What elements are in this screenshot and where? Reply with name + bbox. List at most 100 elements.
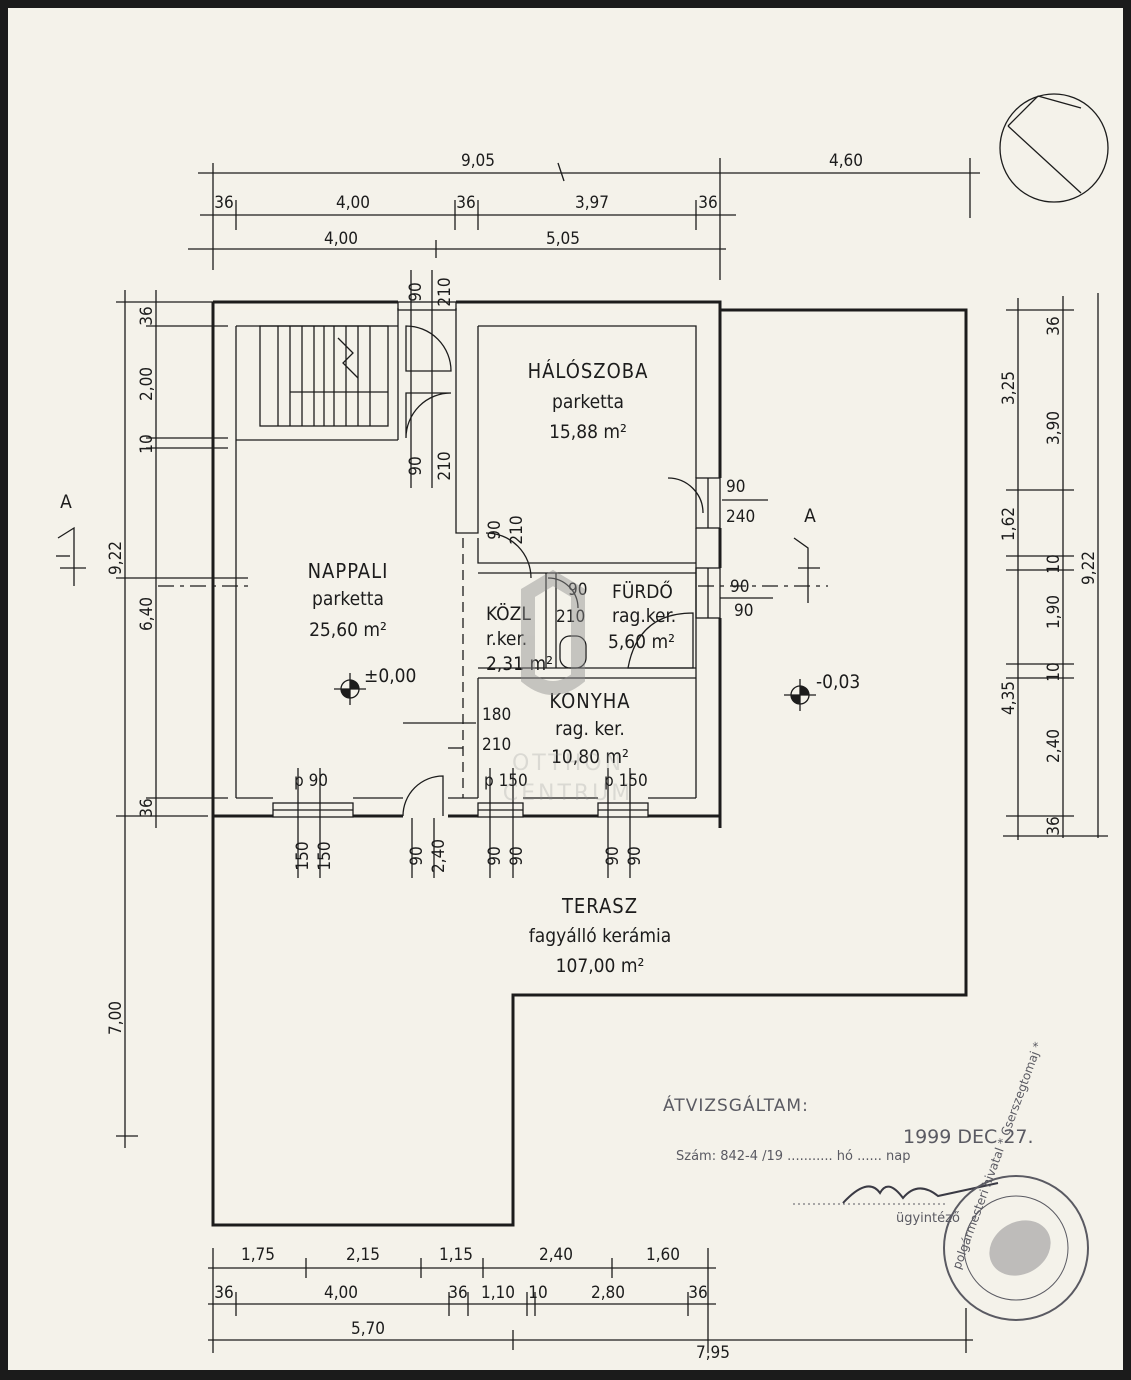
north-arrow-icon xyxy=(999,93,1109,203)
dim-bottom-r1-1: 1,75 xyxy=(241,1245,275,1265)
room-nappali-floor: parketta xyxy=(312,588,384,610)
stamp-clerk: ügyintéző xyxy=(896,1211,960,1226)
dim-right-slab-1: 10 xyxy=(1044,554,1064,573)
dim-bottom-r2-1: 36 xyxy=(214,1283,233,1303)
section-line: A A xyxy=(56,491,828,603)
level-indoor: ±0,00 xyxy=(364,665,416,687)
dim-right-slab-2: 10 xyxy=(1044,662,1064,681)
room-halo-area: 15,88 m² xyxy=(549,421,627,443)
dim-right-kitchen: 2,40 xyxy=(1044,729,1064,763)
top-door-height: 210 xyxy=(435,277,455,306)
dim-right-wall-top: 36 xyxy=(1044,316,1064,335)
kozl-door-width: 90 xyxy=(485,520,505,539)
dim-right-lower: 4,35 xyxy=(999,681,1019,715)
stamp-date: 1999 DEC 27. xyxy=(903,1126,1034,1148)
dim-left-terrace: 7,00 xyxy=(106,1001,126,1035)
furdo-window-width: 90 xyxy=(730,577,749,597)
windows xyxy=(272,301,721,818)
room-nappali-area: 25,60 m² xyxy=(309,619,387,641)
dim-top-terrace: 4,60 xyxy=(829,151,863,171)
room-furdo-area: 5,60 m² xyxy=(608,631,675,653)
room-kozl-area: 2,31 m² xyxy=(486,653,553,675)
building-outline xyxy=(211,300,968,1227)
right-dimensions: 36 3,90 1,62 10 1,90 10 2,40 36 3,25 9,2… xyxy=(999,293,1108,840)
bed-door-width: 90 xyxy=(726,477,745,497)
room-halo-name: HÁLÓSZOBA xyxy=(528,359,649,383)
watermark-line-2: CENTRUM xyxy=(503,781,634,806)
dim-bottom-r2-5: 10 xyxy=(528,1283,547,1303)
bw4-a: 90 xyxy=(603,846,623,865)
dim-right-bedroom: 3,90 xyxy=(1044,411,1064,445)
bw2-b: 2,40 xyxy=(429,839,449,873)
dim-bottom-r3-1: 5,70 xyxy=(351,1319,385,1339)
hall-door-width: 90 xyxy=(406,456,426,475)
hall-door-height: 210 xyxy=(435,451,455,480)
dim-right-bath: 1,90 xyxy=(1044,595,1064,629)
dim-left-living: 6,40 xyxy=(137,597,157,631)
dim-bottom-r1-5: 1,60 xyxy=(646,1245,680,1265)
dim-top-wall-1: 36 xyxy=(214,193,233,213)
room-terasz-area: 107,00 m² xyxy=(556,955,645,977)
official-seal-icon xyxy=(943,1175,1089,1321)
bed-door-height: 240 xyxy=(726,507,755,527)
window-konyha-label: p 150 xyxy=(604,771,648,791)
furdo-door-height: 210 xyxy=(556,607,585,627)
opening-labels: 90 210 90 210 90 240 90 210 90 210 90 90… xyxy=(293,270,773,878)
dim-right-upper: 3,25 xyxy=(999,371,1019,405)
dim-top-total: 9,05 xyxy=(461,151,495,171)
furdo-door-width: 90 xyxy=(568,580,587,600)
room-konyha-floor: rag. ker. xyxy=(555,718,625,740)
room-furdo-floor: rag.ker. xyxy=(612,605,676,627)
stamp-number: Szám: 842-4 /19 ........... hó ...... na… xyxy=(676,1149,910,1164)
bw1-b: 150 xyxy=(315,841,335,870)
shower-tray-icon xyxy=(627,612,694,669)
dim-bottom-r2-3: 36 xyxy=(448,1283,467,1303)
room-kozl-name: KÖZL xyxy=(486,602,531,625)
window-kozl-label: p 150 xyxy=(484,771,528,791)
dim-right-total: 9,22 xyxy=(1079,551,1099,585)
dim-left-total: 9,22 xyxy=(106,541,126,575)
dim-top-wall-3: 36 xyxy=(698,193,717,213)
dim-top-wall-2: 36 xyxy=(456,193,475,213)
left-dimensions: 36 2,00 10 9,22 6,40 36 7,00 xyxy=(106,290,248,1148)
bottom-dimensions: 1,75 2,15 1,15 2,40 1,60 36 4,00 36 1,10… xyxy=(208,1245,973,1363)
dim-left-wall-bottom: 36 xyxy=(137,798,157,817)
dim-bottom-r2-6: 2,80 xyxy=(591,1283,625,1303)
room-konyha-name: KONYHA xyxy=(549,689,630,713)
room-halo-floor: parketta xyxy=(552,391,624,413)
toilet-icon xyxy=(559,635,587,669)
room-labels: HÁLÓSZOBA parketta 15,88 m² NAPPALI park… xyxy=(308,359,677,977)
dim-left-stair: 2,00 xyxy=(137,367,157,401)
dim-left-slab: 10 xyxy=(137,434,157,453)
floor-plan-sheet: 9,05 4,60 36 4,00 36 3,97 36 4,00 5,05 3… xyxy=(8,8,1123,1370)
bw1-a: 150 xyxy=(293,841,313,870)
dim-bottom-r1-3: 1,15 xyxy=(439,1245,473,1265)
dim-right-wall-bottom: 36 xyxy=(1044,816,1064,835)
bw4-b: 90 xyxy=(625,846,645,865)
interior-walls xyxy=(236,308,696,798)
floor-plan-drawing: 9,05 4,60 36 4,00 36 3,97 36 4,00 5,05 3… xyxy=(56,93,1109,1363)
signature-icon xyxy=(842,1182,999,1204)
staircase xyxy=(259,325,389,427)
room-nappali-name: NAPPALI xyxy=(308,559,389,583)
furdo-window-height: 90 xyxy=(734,601,753,621)
bw3-a: 90 xyxy=(485,846,505,865)
dim-bottom-r2-7: 36 xyxy=(688,1283,707,1303)
doors xyxy=(402,325,704,817)
dim-left-wall-top: 36 xyxy=(137,306,157,325)
room-kozl-floor: r.ker. xyxy=(486,628,527,650)
dim-bottom-r1-4: 2,40 xyxy=(539,1245,573,1265)
level-marks: ±0,00 -0,03 xyxy=(334,665,860,711)
dim-top-left-span: 4,00 xyxy=(324,229,358,249)
watermark-logo: OTTHON CENTRUM xyxy=(503,569,634,806)
dim-top-right-span: 5,05 xyxy=(546,229,580,249)
top-dimensions: 9,05 4,60 36 4,00 36 3,97 36 4,00 5,05 xyxy=(188,151,980,280)
room-konyha-area: 10,80 m² xyxy=(551,746,629,768)
dim-bottom-r2-4: 1,10 xyxy=(481,1283,515,1303)
dim-bottom-r3-2: 7,95 xyxy=(696,1343,730,1363)
stamp-title: ÁTVIZSGÁLTAM: xyxy=(663,1094,809,1116)
top-door-width: 90 xyxy=(406,282,426,301)
level-outdoor: -0,03 xyxy=(816,671,860,693)
section-mark-left: A xyxy=(60,491,72,513)
bw2-a: 90 xyxy=(407,846,427,865)
